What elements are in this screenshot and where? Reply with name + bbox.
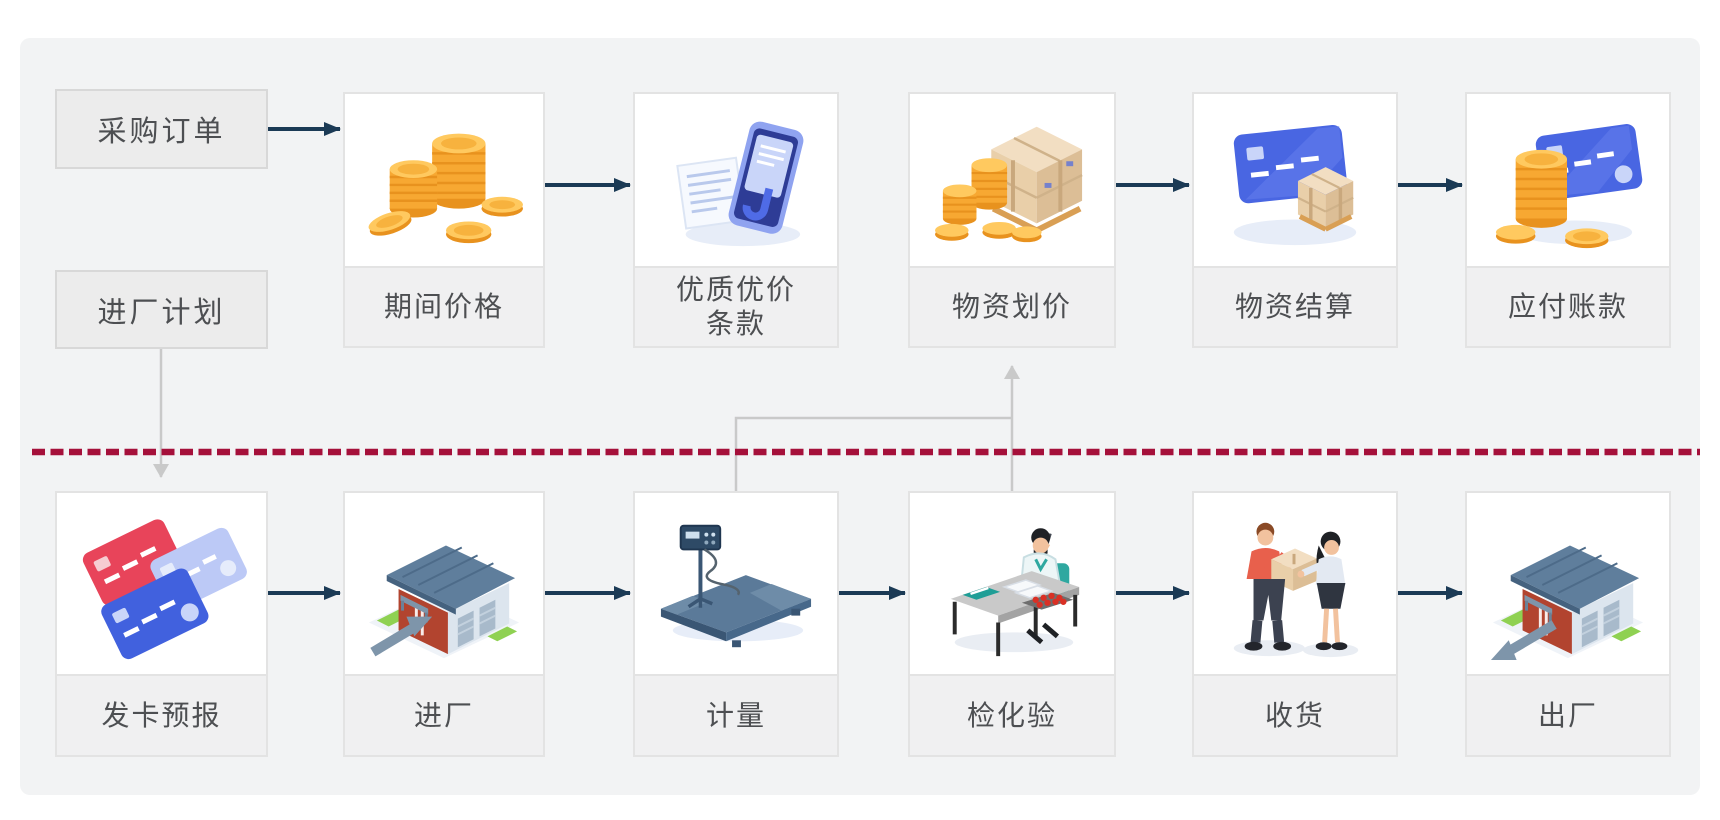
card-label: 检化验 [910,674,1114,755]
receiving-woman [1297,531,1348,650]
box-stack-small [1297,167,1354,232]
coin-stack-medium [389,160,438,218]
weighbridge-icon [635,493,837,674]
tablet [728,121,804,234]
card-accounts-payable: 应付账款 [1465,92,1671,348]
card-label: 进厂 [345,674,543,755]
warehouse-out-icon [1467,493,1669,674]
warehouse-building [1510,544,1640,654]
lab-testing-icon [910,493,1114,674]
card-weighing: 计量 [633,491,839,757]
card-boxes-icon [1194,94,1396,266]
card-label: 出厂 [1467,674,1669,755]
diagram-panel [20,38,1700,795]
card-label: 期间价格 [345,266,543,346]
coins-card-icon [1467,94,1669,266]
card-label: 计量 [635,674,837,755]
card-label: 物资划价 [910,266,1114,346]
desk-items [962,578,1074,610]
card-label: 应付账款 [1467,266,1669,346]
card-period-price: 期间价格 [343,92,545,348]
card-receive-goods: 收货 [1192,491,1398,757]
warehouse-building [386,544,516,654]
plan-box-entry-plan: 进厂计划 [55,270,268,349]
plan-box-purchase-order: 采购订单 [55,89,268,169]
coin-stack [1495,149,1609,249]
card-quality-price-terms: 优质优价 条款 [633,92,839,348]
card-material-pricing: 物资划价 [908,92,1116,348]
weight-indicator [679,524,740,608]
card-card-issue-forecast: 发卡预报 [55,491,268,757]
coin-stack-tall [432,133,486,209]
red-card [82,518,184,606]
loose-coins [368,196,523,244]
card-factory-exit: 出厂 [1465,491,1671,757]
tablet-document-icon [635,94,837,266]
card-label: 物资结算 [1194,266,1396,346]
card-label: 优质优价 条款 [635,266,837,346]
coin-stacks [935,158,1042,243]
delivery-man [1244,522,1317,651]
card-factory-entry: 进厂 [343,491,545,757]
blue-card [100,567,208,659]
plan-box-label: 采购订单 [97,116,226,148]
card-inspection-testing: 检化验 [908,491,1116,757]
exit-arrow [1490,619,1557,660]
card-material-settlement: 物资结算 [1192,92,1398,348]
card-label: 收货 [1194,674,1396,755]
card-label: 发卡预报 [57,674,266,755]
coins-boxes-icon [910,94,1114,266]
credit-cards-icon [57,493,266,674]
receive-goods-icon [1194,493,1396,674]
warehouse-in-icon [345,493,543,674]
coins-icon [345,94,543,266]
entry-arrow [370,616,433,656]
plan-box-label: 进厂计划 [97,296,226,329]
